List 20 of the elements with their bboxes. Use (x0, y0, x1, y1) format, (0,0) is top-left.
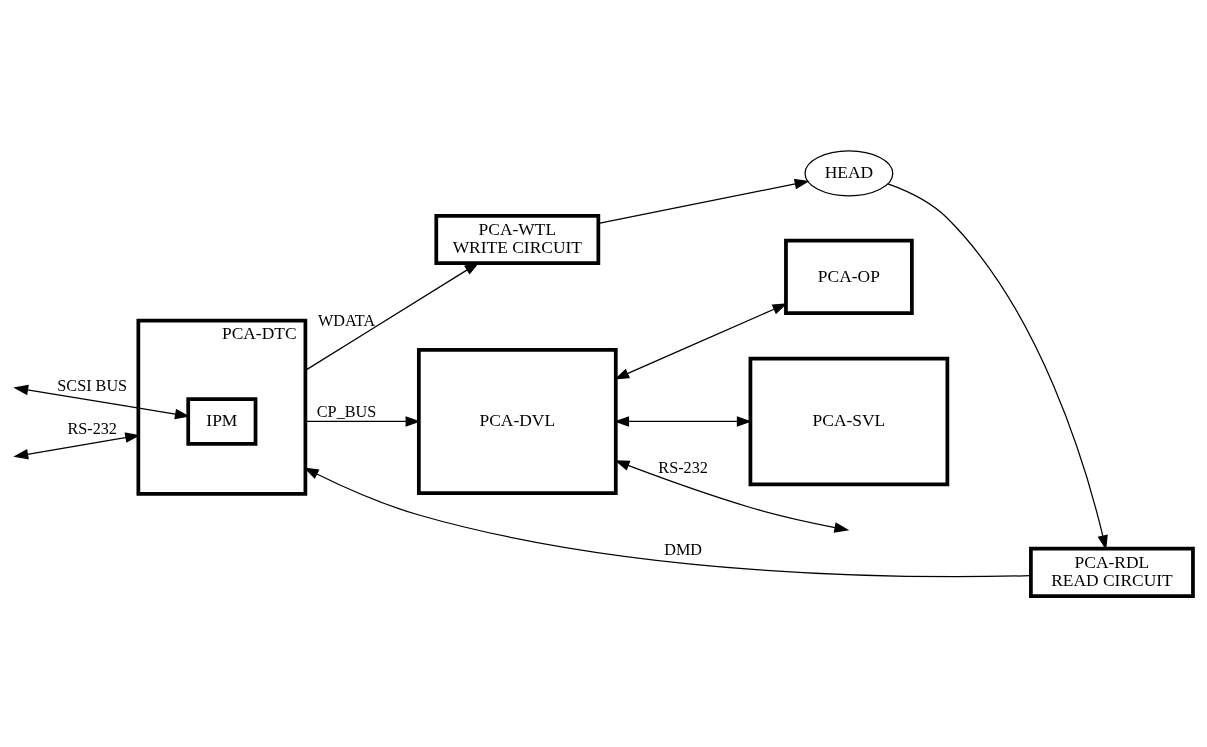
edge-label: SCSI BUS (57, 376, 128, 395)
arrow (614, 303, 788, 380)
edge-label: RS-232 (658, 459, 708, 478)
node-ellipse: HEAD (804, 150, 894, 197)
arrow (304, 416, 421, 427)
node-box: PCA-SVL (748, 356, 950, 487)
edge-label: DMD (664, 541, 702, 560)
arrow (598, 178, 810, 225)
edge-label: RS-232 (67, 420, 117, 439)
arrow (304, 262, 480, 371)
node-box: PCA-RDL READ CIRCUIT (1029, 546, 1195, 598)
node-box: PCA-OP (784, 238, 914, 315)
node-box: IPM (186, 397, 258, 446)
arrow (13, 384, 190, 420)
edge-label: CP_BUS (316, 403, 377, 422)
arrow (614, 460, 850, 533)
edge-label: WDATA (317, 312, 376, 331)
arrow (614, 416, 752, 427)
node-box: PCA-WTL WRITE CIRCUIT (434, 213, 601, 266)
node-box: PCA-DVL (416, 347, 618, 496)
